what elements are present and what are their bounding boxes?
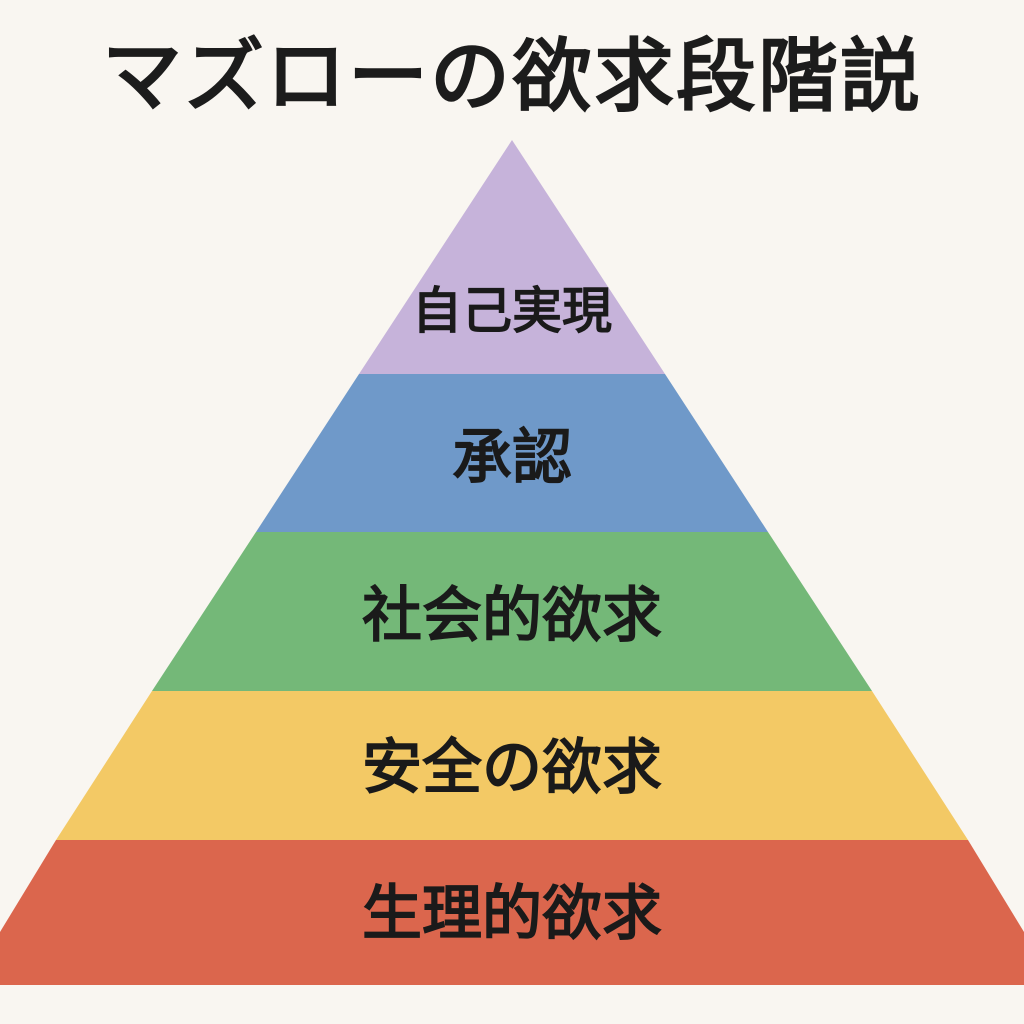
tier-social-needs: [152, 532, 872, 691]
tier-social-needs-label: 社会的欲求: [362, 581, 662, 651]
tier-physiological-needs: [0, 840, 1024, 985]
tier-self-actualization-label: 自己実現: [412, 282, 612, 340]
tier-esteem-label: 承認: [452, 423, 572, 493]
tier-physiological-needs-label: 生理的欲求: [362, 879, 662, 949]
tier-safety-needs: [56, 691, 968, 840]
tier-esteem: [256, 374, 768, 532]
page-title: マズローの欲求段階説: [102, 30, 922, 123]
tier-safety-needs-label: 安全の欲求: [362, 733, 662, 803]
tier-self-actualization: [359, 140, 665, 374]
